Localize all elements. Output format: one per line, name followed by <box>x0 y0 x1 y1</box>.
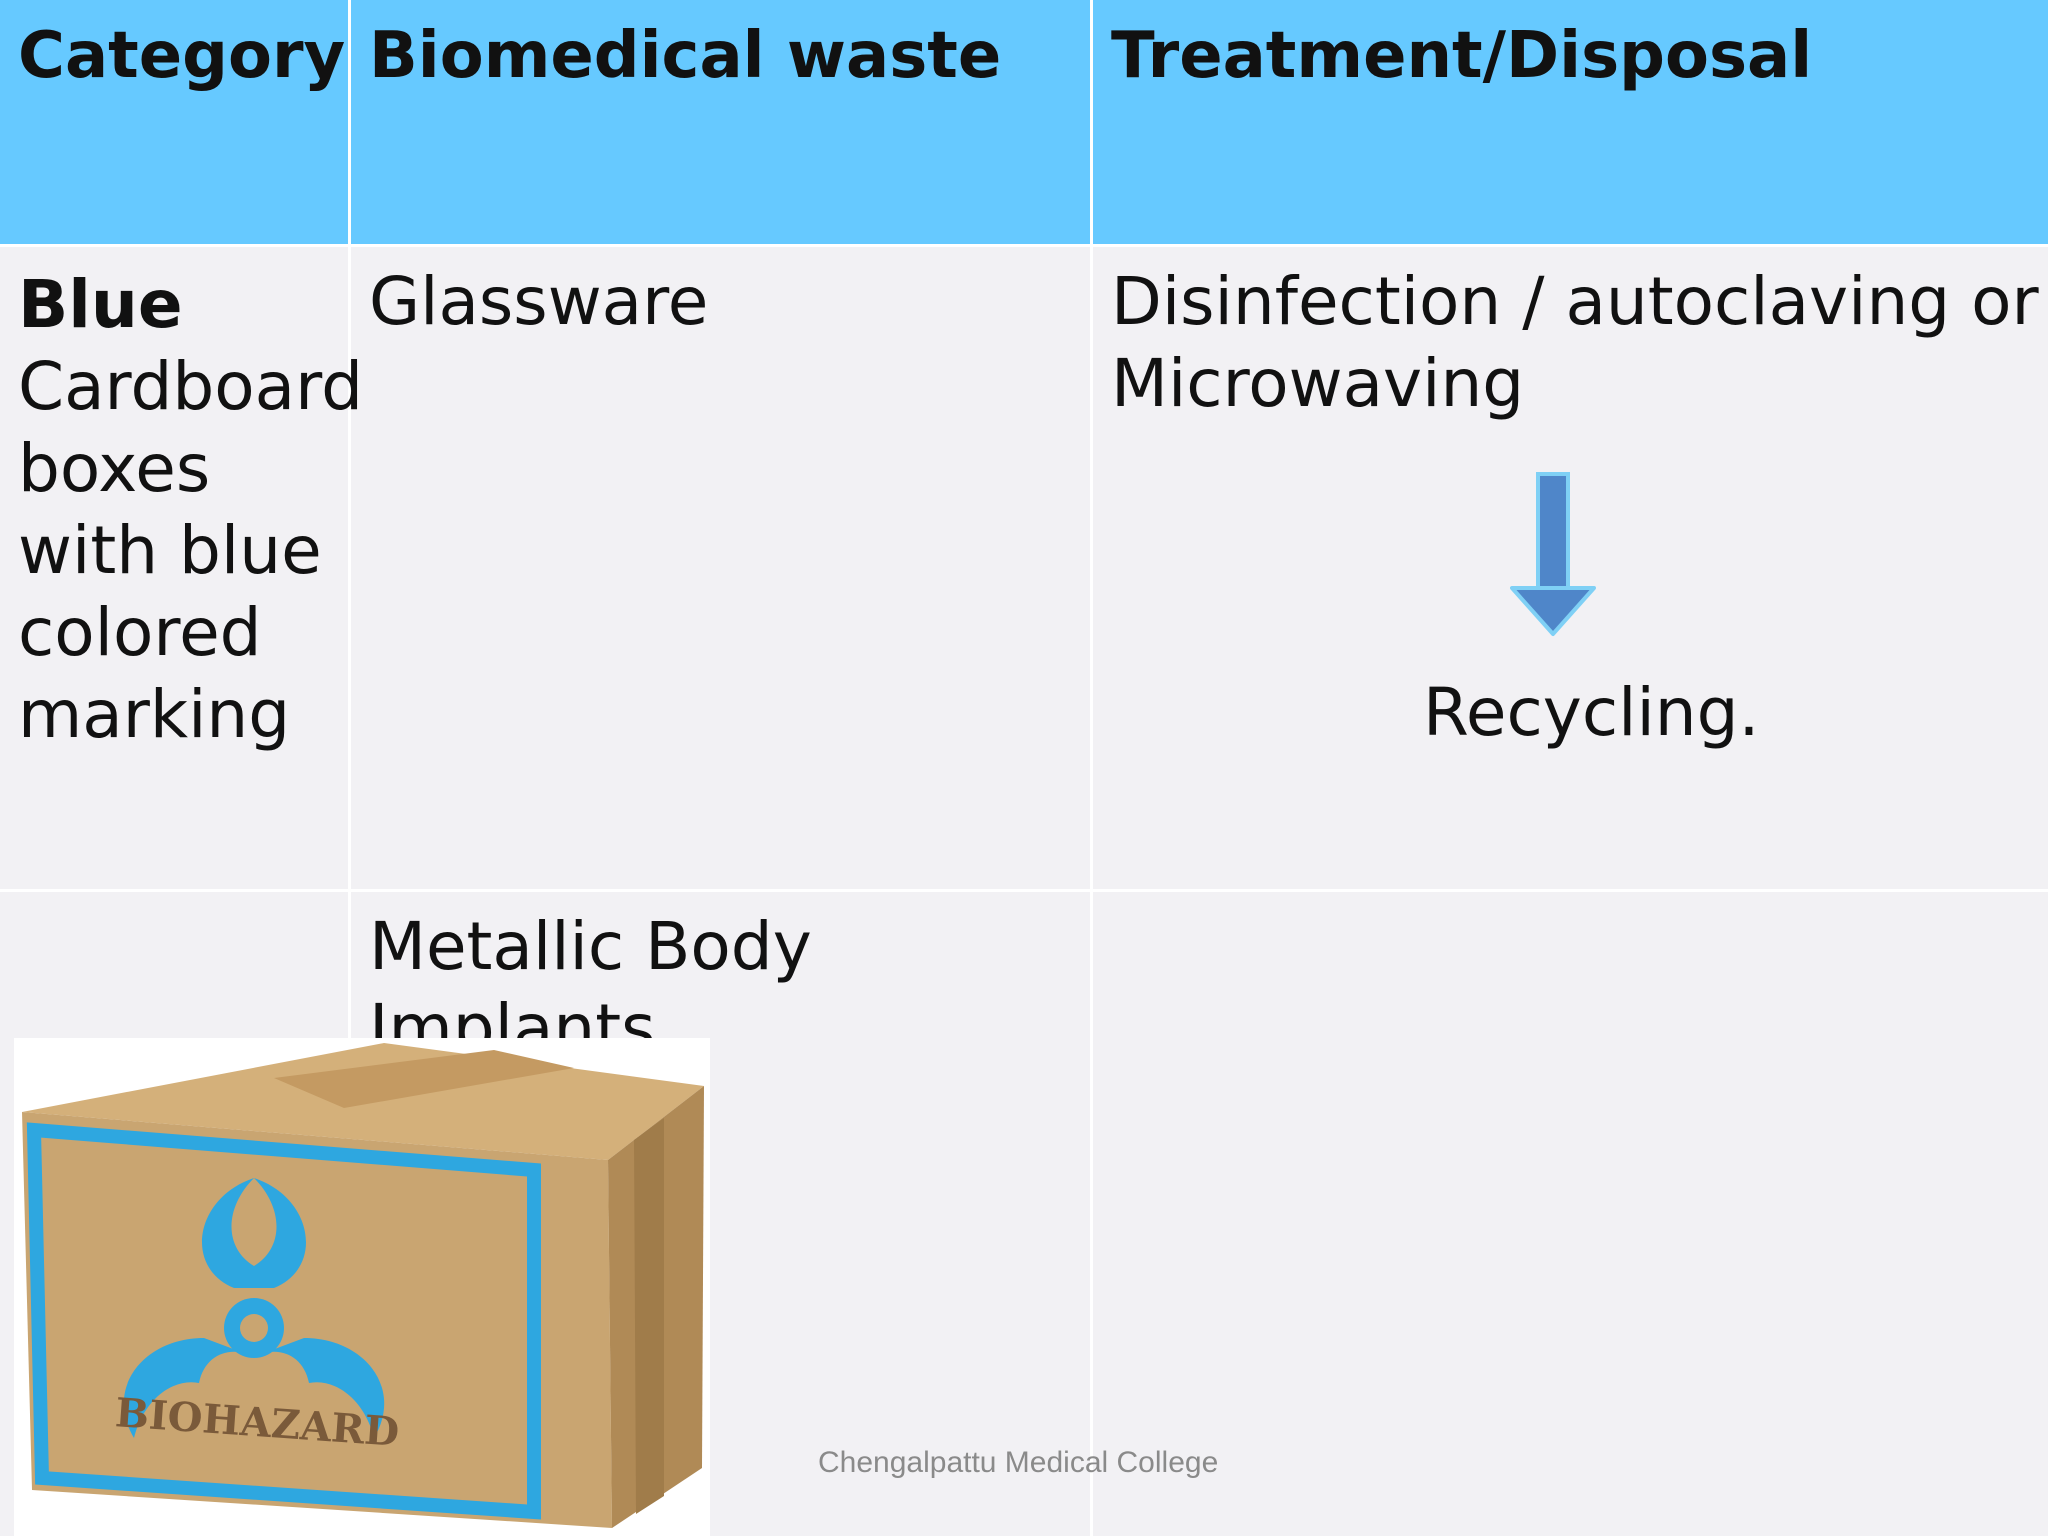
treatment-line-2: Microwaving <box>1111 345 1525 422</box>
header-treatment: Treatment/Disposal <box>1093 0 2048 247</box>
footer-institution: Chengalpattu Medical College <box>818 1446 1219 1479</box>
category-line-3: with blue <box>18 512 322 589</box>
header-biomedical-waste: Biomedical waste <box>351 0 1093 247</box>
category-blue-description: Blue Cardboard boxes with blue colored m… <box>18 264 363 756</box>
treatment-line-1: Disinfection / autoclaving or <box>1111 263 2039 340</box>
category-cell <box>0 247 351 892</box>
waste-glassware: Glassware <box>369 263 709 340</box>
category-line-5: marking <box>18 676 291 753</box>
category-blue-label: Blue <box>18 266 183 343</box>
category-line-4: colored <box>18 594 262 671</box>
treatment-cell-empty <box>1093 892 2048 1536</box>
header-waste-label: Biomedical waste <box>369 19 1002 93</box>
header-category-label: Category <box>18 19 346 93</box>
waste-metallic-implants: Metallic Body Implants <box>369 908 812 1067</box>
down-arrow-icon <box>1510 472 1596 636</box>
category-line-2: boxes <box>18 430 211 507</box>
header-category: Category <box>0 0 351 247</box>
header-treatment-label: Treatment/Disposal <box>1111 19 1813 93</box>
treatment-cell: Disinfection / autoclaving or Microwavin… <box>1093 247 2048 892</box>
category-line-1: Cardboard <box>18 348 363 425</box>
biohazard-box-image: BIOHAZARD <box>14 1038 710 1536</box>
recycling-result: Recycling. <box>1423 674 1760 751</box>
waste-cell-glassware: Glassware <box>351 247 1093 892</box>
